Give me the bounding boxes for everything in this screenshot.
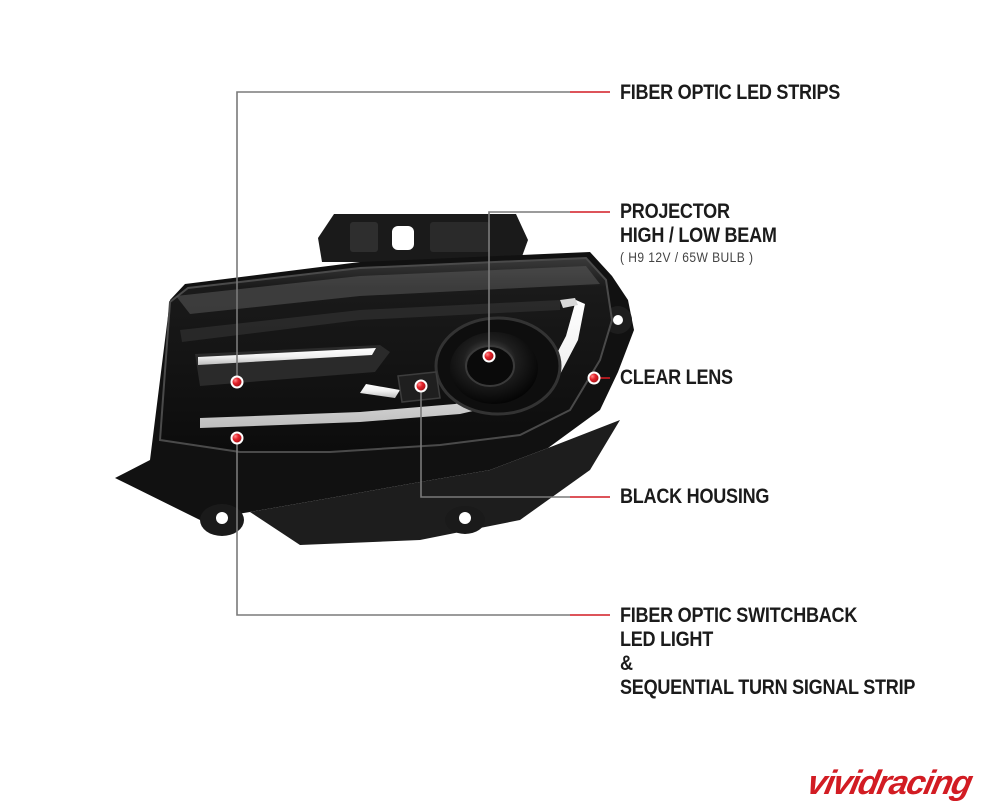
callout-projector-line2: HIGH / LOW BEAM xyxy=(620,224,777,247)
callout-fiber-optic-strips: FIBER OPTIC LED STRIPS xyxy=(620,81,840,105)
callout-black-housing-text: BLACK HOUSING xyxy=(620,485,770,508)
callout-clear-lens-text: CLEAR LENS xyxy=(620,366,733,389)
callout-fiber-optic-strips-text: FIBER OPTIC LED STRIPS xyxy=(620,81,841,104)
callout-projector: PROJECTOR HIGH / LOW BEAM ( H9 12V / 65W… xyxy=(620,200,777,266)
callout-clear-lens: CLEAR LENS xyxy=(620,366,733,390)
callout-projector-line1: PROJECTOR xyxy=(620,200,730,223)
callout-switchback-line4: SEQUENTIAL TURN SIGNAL STRIP xyxy=(620,676,916,699)
callout-black-housing: BLACK HOUSING xyxy=(620,485,769,509)
watermark-logo: vividracing xyxy=(803,764,976,802)
callout-projector-spec: ( H9 12V / 65W BULB ) xyxy=(620,249,754,265)
fiber-optic-strip xyxy=(195,298,585,428)
projector-lens xyxy=(434,316,562,416)
leader-lines xyxy=(236,91,610,616)
callout-switchback: FIBER OPTIC SWITCHBACK LED LIGHT & SEQUE… xyxy=(620,604,915,700)
callout-switchback-line1: FIBER OPTIC SWITCHBACK xyxy=(620,604,858,627)
callout-switchback-line3: & xyxy=(620,652,633,675)
callout-dots xyxy=(230,349,601,445)
callout-switchback-line2: LED LIGHT xyxy=(620,628,713,651)
mounting-bracket xyxy=(318,214,528,262)
